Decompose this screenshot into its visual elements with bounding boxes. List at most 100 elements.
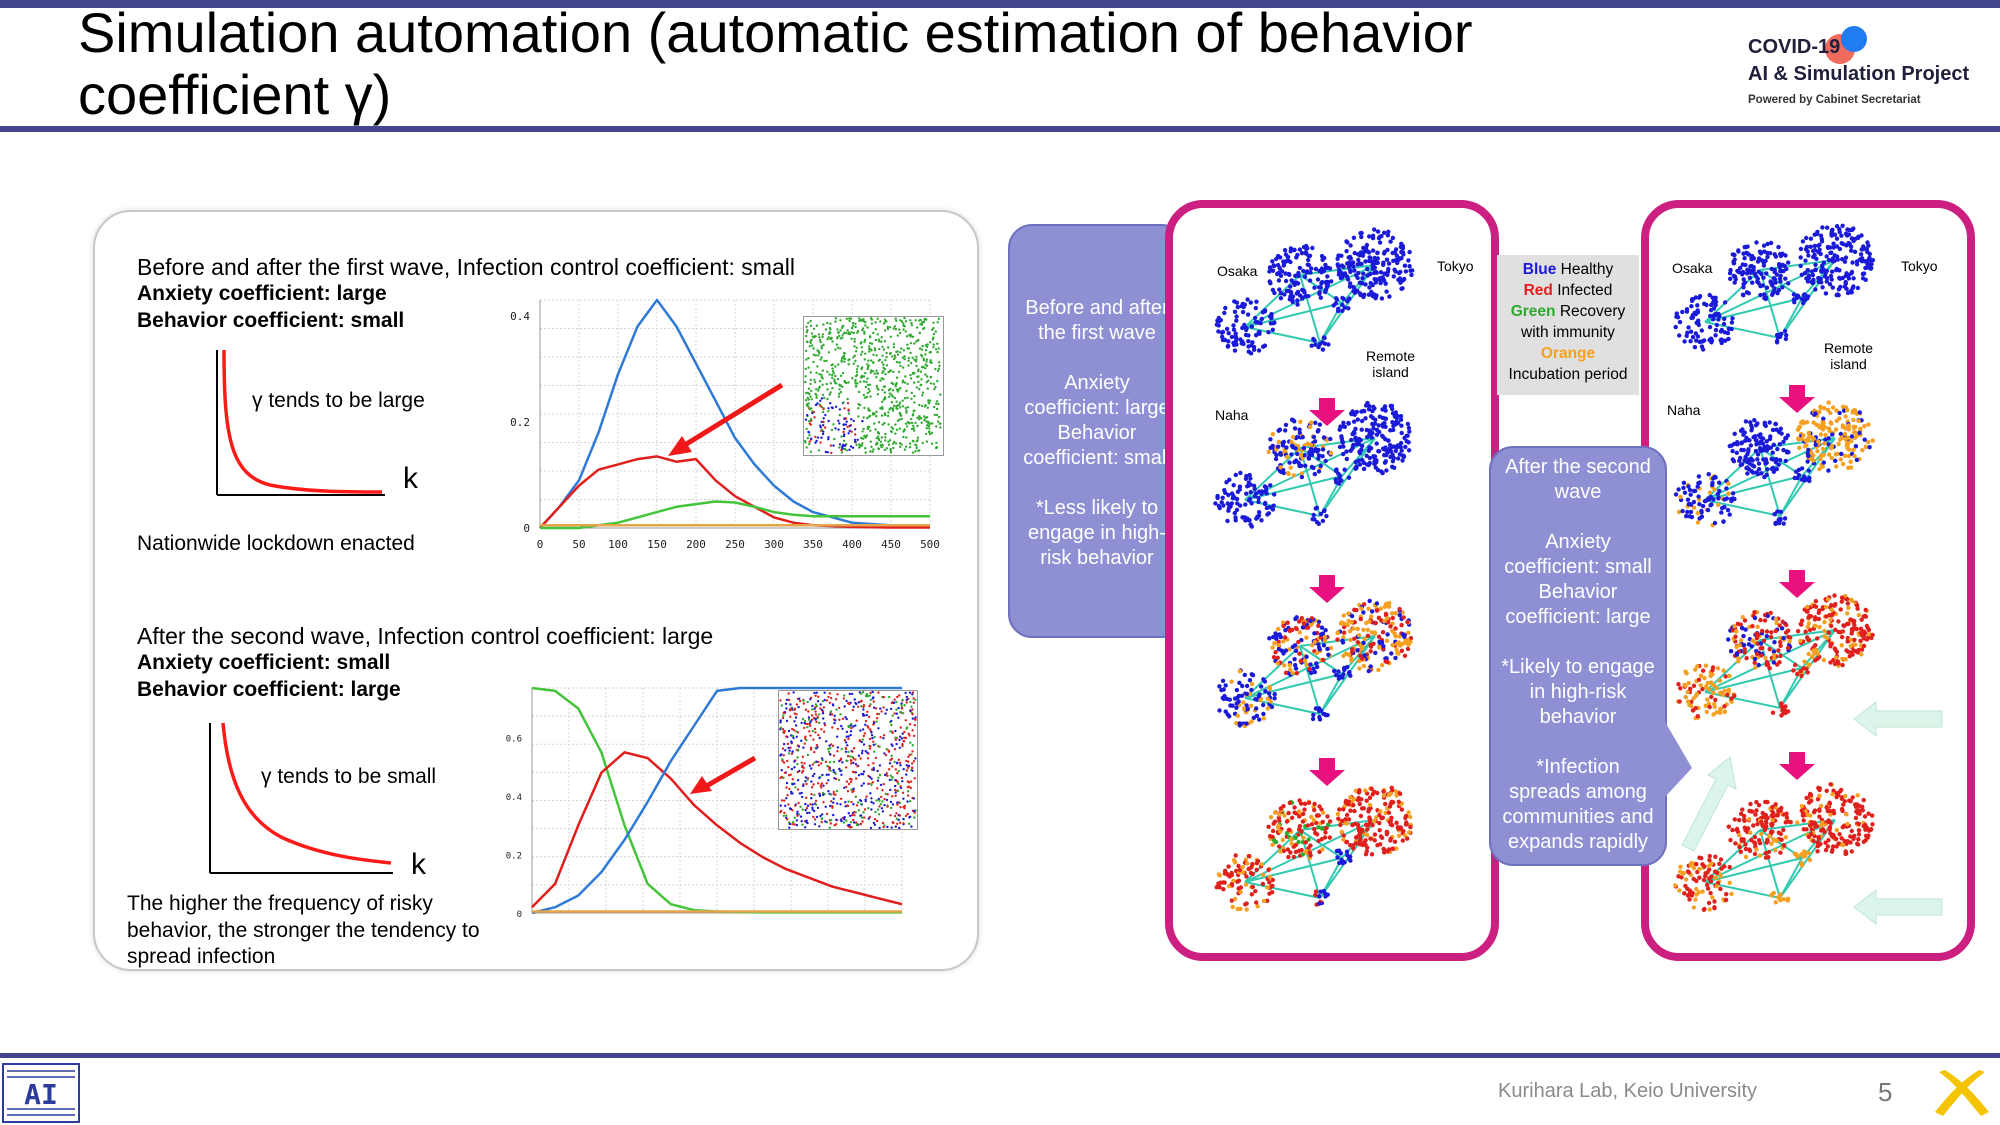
inset-dot — [905, 335, 909, 338]
map-dot — [1827, 612, 1832, 618]
inset-dot — [879, 440, 883, 443]
map-dot — [1289, 439, 1294, 445]
map-dot — [1844, 596, 1850, 602]
map-dot — [1252, 347, 1257, 352]
map-dot — [1390, 823, 1395, 828]
map-dot — [1798, 246, 1804, 252]
map-dot — [1325, 274, 1330, 279]
map-dot — [1810, 272, 1816, 278]
map-dot — [1379, 296, 1385, 301]
map-dot — [1254, 706, 1259, 711]
map-dot — [1294, 291, 1300, 296]
map-dot — [1273, 456, 1279, 462]
map-dot — [1759, 471, 1764, 476]
inset-dot — [815, 324, 818, 327]
map-dot — [1387, 442, 1393, 448]
map-dot — [1823, 291, 1829, 296]
map-dot — [1248, 476, 1253, 481]
inset-dot — [881, 361, 884, 364]
map-dot — [1364, 242, 1370, 248]
inset-dot — [912, 413, 915, 416]
map-dot — [1846, 423, 1851, 428]
map-dot — [1223, 709, 1228, 714]
map-dot — [1345, 261, 1350, 266]
inset-dot — [900, 443, 903, 446]
inset-dot — [882, 322, 886, 325]
chart-x-tick-label: 0 — [537, 538, 544, 551]
map-dot — [1270, 432, 1276, 437]
inset-dot — [892, 370, 895, 374]
map-dot — [1313, 447, 1318, 452]
map-dot — [1829, 607, 1835, 613]
map-dot — [1805, 459, 1810, 464]
inset-dot — [833, 378, 836, 381]
inset-dot — [937, 317, 941, 320]
map-dot — [1730, 496, 1736, 501]
map-dot — [1231, 483, 1236, 488]
map-dot — [1306, 800, 1312, 805]
inset-dot — [809, 423, 812, 426]
map-dot — [1798, 255, 1803, 260]
map-dot — [1399, 622, 1404, 628]
map-dot — [1249, 892, 1255, 897]
map-dot — [1840, 662, 1845, 668]
inset-dot — [827, 438, 830, 441]
map-dot — [1763, 459, 1769, 464]
map-dot — [1834, 236, 1840, 241]
inset-dot — [839, 390, 843, 394]
map-dot — [1737, 458, 1742, 463]
map-dot — [1680, 508, 1685, 514]
map-dot — [1281, 639, 1286, 644]
inset-dot — [824, 426, 827, 429]
map-dot — [1808, 614, 1814, 619]
map-dot — [1813, 643, 1818, 648]
map-dot — [1381, 793, 1387, 798]
map-dot — [1403, 822, 1409, 827]
map-dot — [1393, 410, 1399, 415]
inset-dot — [815, 439, 818, 443]
map-dot — [1836, 619, 1841, 624]
inset-dot — [831, 386, 834, 390]
inset-dot — [925, 420, 928, 423]
map-dot — [1403, 269, 1409, 274]
map-dot — [1232, 896, 1238, 902]
inset-dot — [810, 389, 813, 393]
map-dot — [1236, 886, 1241, 891]
map-dot — [1234, 336, 1239, 341]
inset-dot — [819, 441, 822, 444]
map-dot — [1291, 473, 1297, 478]
map-dot — [1359, 230, 1364, 236]
inset-dot — [818, 385, 821, 388]
inset-dot — [910, 321, 913, 325]
inset-dot — [820, 373, 823, 376]
map-dot — [1220, 678, 1226, 683]
map-dot — [1300, 819, 1306, 824]
inset-dot — [858, 443, 861, 446]
inset-dot — [805, 427, 808, 431]
map-dot — [1323, 634, 1328, 640]
map-dot — [1234, 687, 1240, 693]
map-dot — [1287, 800, 1293, 806]
map-dot — [1733, 634, 1738, 639]
map-dot — [1317, 894, 1322, 899]
map-dot — [1832, 593, 1837, 598]
inset-dot — [828, 373, 831, 376]
inset-dot — [887, 443, 891, 446]
inset-dot — [930, 442, 934, 445]
inset-dot — [935, 441, 938, 444]
inset-dot — [806, 404, 809, 407]
map-dot — [1806, 253, 1811, 258]
map-link — [1244, 499, 1321, 517]
map-dot — [1752, 615, 1758, 621]
map-dot — [1281, 804, 1286, 809]
inset-dot — [898, 418, 901, 421]
inset-dot — [820, 345, 823, 348]
map-dot — [1296, 809, 1302, 814]
map-dot — [1390, 235, 1396, 241]
inset-dot — [909, 342, 913, 345]
map-dot — [1735, 268, 1740, 274]
inset-dot — [900, 320, 904, 323]
inset-dot — [874, 321, 877, 324]
map-dot — [1302, 658, 1308, 663]
map-dot — [1319, 632, 1324, 637]
